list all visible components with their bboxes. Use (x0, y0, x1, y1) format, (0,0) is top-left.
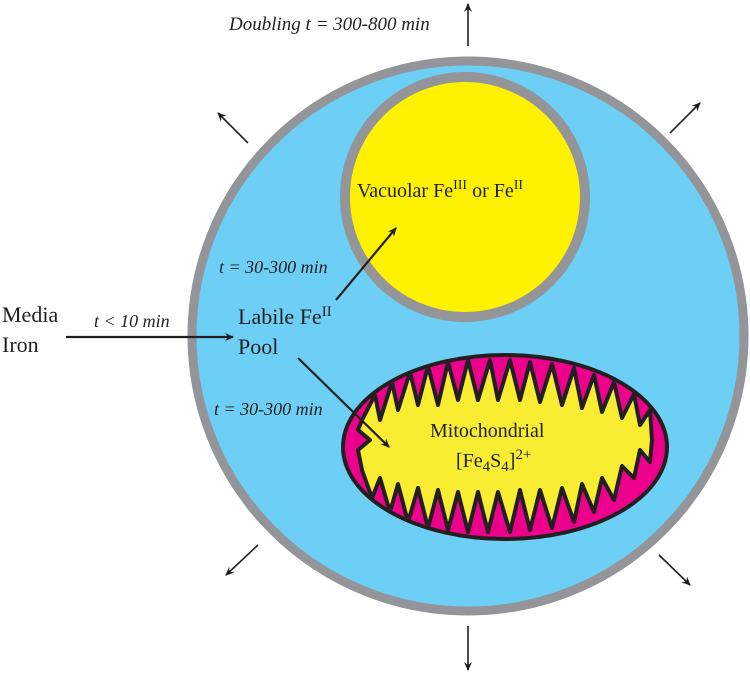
growth-arrows (217, 3, 701, 671)
uptake-time-label: t < 10 min (94, 311, 170, 331)
vacuole-label: Vacuolar FeIII or FeII (357, 178, 523, 202)
mitochondria-label: Mitochondrial [Fe4S4]2+ (430, 420, 549, 475)
growth-arrow-down-left (225, 544, 259, 576)
media-iron-label: Media Iron (2, 302, 64, 357)
vacuole-membrane (340, 72, 590, 322)
mito-cristae (356, 358, 654, 534)
to-mito-time-label: t = 30-300 min (214, 399, 323, 419)
to-vacuole-arrow (335, 227, 397, 301)
growth-arrow-up-right (669, 102, 701, 134)
vacuole (340, 72, 590, 322)
growth-arrow-up-left (217, 112, 249, 144)
to-mito-arrow (297, 357, 390, 448)
mitochondrion (341, 353, 669, 541)
to-vacuole-time-label: t = 30-300 min (219, 257, 328, 277)
labile-pool-label: Labile FeII Pool (238, 296, 337, 359)
doubling-time-label: Doubling t = 300-800 min (228, 14, 430, 35)
growth-arrow-down-right (658, 554, 691, 586)
flux-arrows (66, 227, 397, 448)
